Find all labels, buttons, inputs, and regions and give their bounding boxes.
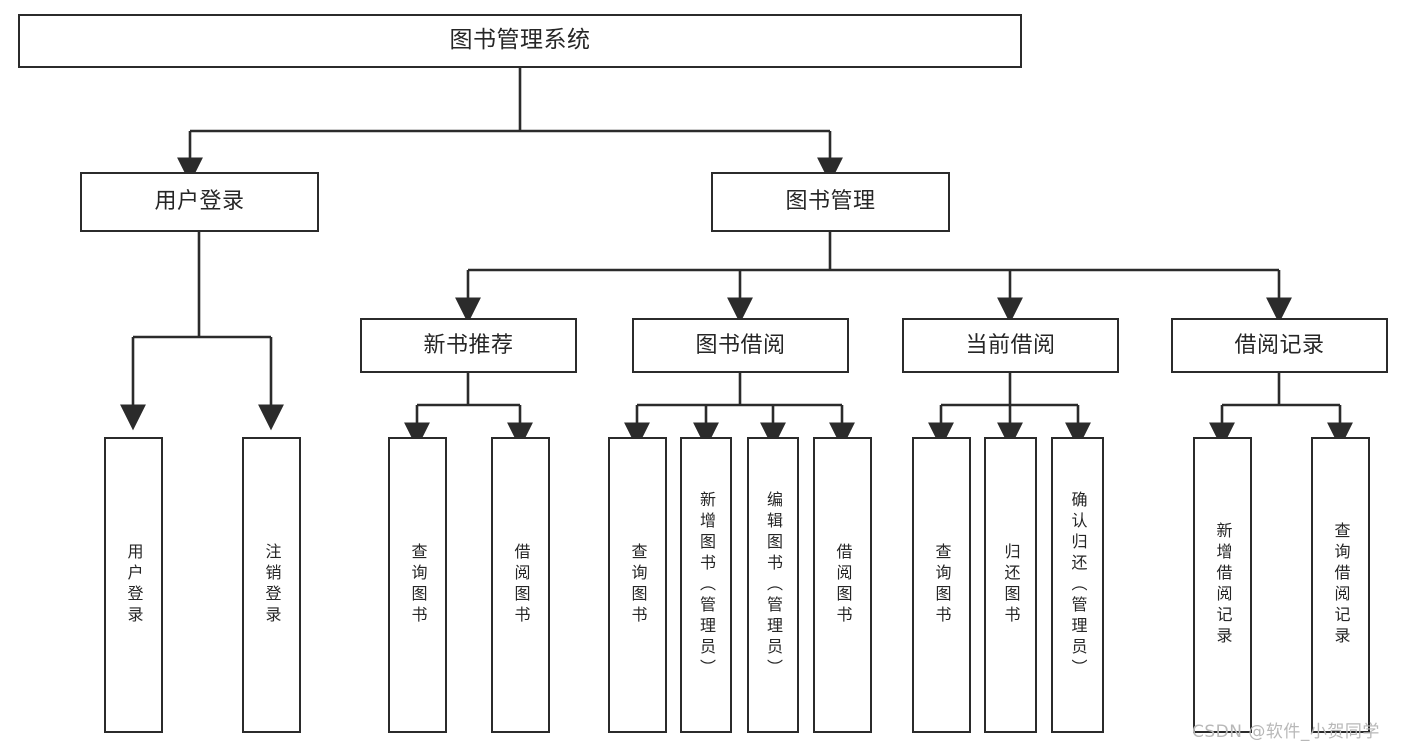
leaf-query-book-1[interactable]: 查询图书 (388, 437, 447, 733)
node-current-borrow[interactable]: 当前借阅 (902, 318, 1119, 373)
leaf-query-record[interactable]: 查询借阅记录 (1311, 437, 1370, 733)
leaf-confirm-return[interactable]: 确认归还（管理员） (1051, 437, 1104, 733)
node-new-book-recommend[interactable]: 新书推荐 (360, 318, 577, 373)
node-user-login[interactable]: 用户登录 (80, 172, 319, 232)
leaf-borrow-book-1-label: 借阅图书 (511, 543, 531, 627)
leaf-query-book-2[interactable]: 查询图书 (608, 437, 667, 733)
leaf-query-book-3[interactable]: 查询图书 (912, 437, 971, 733)
node-book-manage[interactable]: 图书管理 (711, 172, 950, 232)
leaf-query-book-1-label: 查询图书 (408, 543, 428, 627)
csdn-watermark: CSDN @软件_小贺同学 (1192, 722, 1380, 742)
node-book-manage-label: 图书管理 (785, 189, 876, 215)
leaf-query-book-2-label: 查询图书 (628, 543, 648, 627)
node-book-borrow[interactable]: 图书借阅 (632, 318, 849, 373)
leaf-add-book[interactable]: 新增图书（管理员） (680, 437, 732, 733)
node-new-book-recommend-label: 新书推荐 (423, 332, 514, 358)
node-borrow-record-label: 借阅记录 (1234, 332, 1325, 358)
node-borrow-record[interactable]: 借阅记录 (1171, 318, 1388, 373)
leaf-query-book-3-label: 查询图书 (932, 543, 952, 627)
leaf-edit-book[interactable]: 编辑图书（管理员） (747, 437, 799, 733)
leaf-confirm-return-label: 确认归还（管理员） (1068, 490, 1088, 680)
leaf-borrow-book-2-label: 借阅图书 (833, 543, 853, 627)
leaf-borrow-book-1[interactable]: 借阅图书 (491, 437, 550, 733)
leaf-add-record-label: 新增借阅记录 (1213, 522, 1233, 648)
leaf-add-record[interactable]: 新增借阅记录 (1193, 437, 1252, 733)
leaf-return-book[interactable]: 归还图书 (984, 437, 1037, 733)
node-root-label: 图书管理系统 (449, 27, 591, 54)
leaf-borrow-book-2[interactable]: 借阅图书 (813, 437, 872, 733)
leaf-query-record-label: 查询借阅记录 (1331, 522, 1351, 648)
leaf-return-book-label: 归还图书 (1001, 543, 1021, 627)
leaf-logout-login[interactable]: 注销登录 (242, 437, 301, 733)
leaf-user-login-label: 用户登录 (124, 543, 144, 627)
leaf-add-book-label: 新增图书（管理员） (697, 490, 716, 680)
leaf-user-login[interactable]: 用户登录 (104, 437, 163, 733)
node-current-borrow-label: 当前借阅 (965, 332, 1056, 358)
node-root[interactable]: 图书管理系统 (18, 14, 1022, 68)
leaf-edit-book-label: 编辑图书（管理员） (764, 490, 783, 680)
node-user-login-label: 用户登录 (154, 189, 245, 215)
node-book-borrow-label: 图书借阅 (695, 332, 786, 358)
leaf-logout-login-label: 注销登录 (262, 543, 282, 627)
